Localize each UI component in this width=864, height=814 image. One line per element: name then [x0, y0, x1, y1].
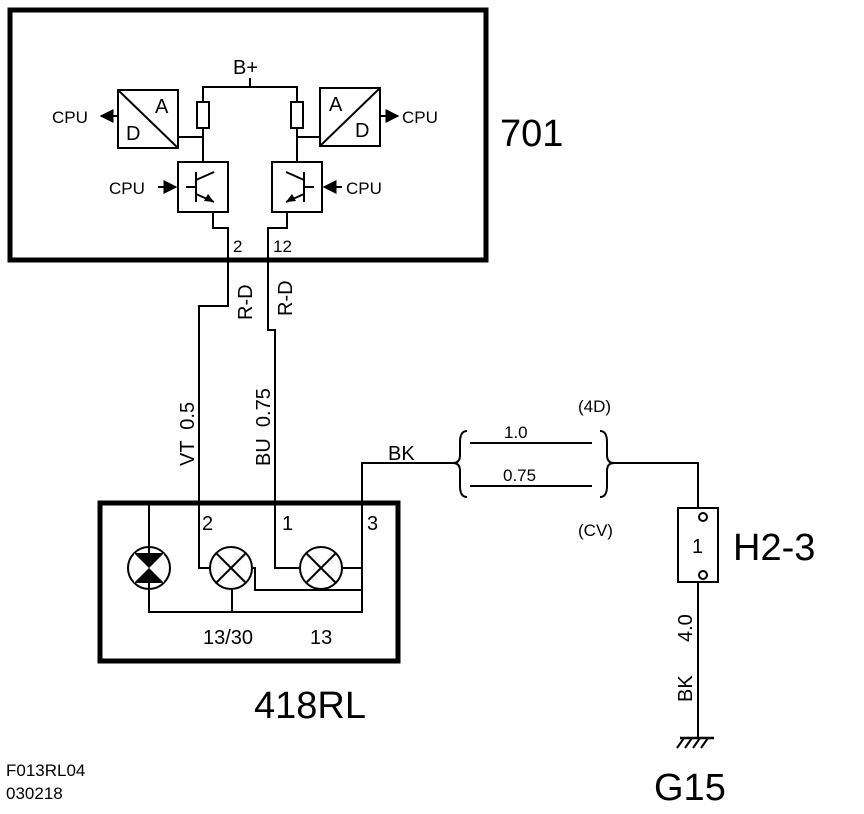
left-adc: A D: [117, 89, 179, 149]
unit-pin-1: 1: [282, 513, 293, 535]
unit-418rl-id: 418RL: [254, 685, 366, 727]
ground-symbol: [676, 736, 714, 749]
cpu-label-driver-right: CPU: [346, 179, 382, 198]
variant-4d-label: (4D): [578, 397, 611, 416]
module-701-pin-12: 12: [273, 237, 292, 256]
unit-internal-bus: [148, 503, 363, 613]
right-adc-feed: [296, 128, 320, 138]
wire-left-label: VT 0.5: [177, 402, 199, 466]
bulb-lamp-pin1: [299, 546, 343, 590]
cpu-label-adc-left: CPU: [52, 108, 88, 127]
variant-4d-size: 1.0: [504, 423, 528, 442]
unit-internal-pin2: [198, 503, 210, 569]
supply-line: [202, 86, 298, 102]
unit-internal-lamp1-ret: [252, 567, 362, 591]
unit-label-13: 13: [310, 627, 332, 649]
right-driver-transistor: [271, 161, 323, 213]
wire-bk-label: BK: [388, 443, 415, 465]
unit-pin-2: 2: [202, 513, 213, 535]
connector-h2-3-id: H2-3: [733, 527, 815, 569]
supply-label: B+: [233, 57, 258, 79]
footer-code: F013RL04: [6, 761, 85, 780]
variant-bracket: [452, 430, 615, 498]
unit-internal-pin1: [274, 503, 300, 569]
wire-pin-2: [198, 212, 229, 503]
ground-wire-size: 4.0: [675, 614, 697, 642]
left-adc-d: D: [126, 123, 140, 145]
right-adc-d: D: [355, 120, 369, 142]
module-701-id: 701: [500, 113, 563, 155]
unit-label-13-30: 13/30: [203, 627, 253, 649]
unit-418rl-box: [97, 500, 401, 664]
right-adc-a: A: [329, 94, 343, 116]
left-adc-feed: [178, 128, 204, 138]
ground-g15-id: G15: [654, 767, 726, 809]
unit-pin-3: 3: [367, 513, 378, 535]
unit-418rl: 2 1 3 13/30 13: [97, 500, 401, 664]
module-701-box: [7, 7, 489, 263]
wire-bk: [361, 462, 455, 503]
right-resistor: [290, 101, 304, 129]
wire-to-h23: [614, 462, 699, 508]
bulb-lamp-pin2: [209, 546, 253, 590]
module-701-pin-2: 2: [233, 237, 242, 256]
left-driver-transistor: [177, 161, 229, 213]
indicator-lamp: [127, 546, 171, 590]
cpu-label-driver-left: CPU: [109, 179, 145, 198]
connector-h2-3-pin: 1: [692, 536, 703, 558]
wire-pin-12: [267, 212, 288, 503]
cpu-label-adc-right: CPU: [402, 108, 438, 127]
module-701: B+ A D CPU A D CPU: [7, 7, 563, 263]
variant-cv-label: (CV): [578, 521, 613, 540]
ground-wire-color: BK: [675, 675, 697, 702]
wire-left-color: R-D: [235, 284, 257, 320]
left-resistor: [196, 101, 210, 129]
connector-h2-3: 1: [677, 507, 719, 583]
footer-date: 030218: [6, 784, 63, 803]
right-adc: A D: [319, 87, 381, 147]
wire-right-color: R-D: [275, 280, 297, 316]
variant-cv-size: 0.75: [503, 466, 536, 485]
left-adc-a: A: [155, 96, 169, 118]
wire-right-label: BU 0.75: [253, 388, 275, 466]
